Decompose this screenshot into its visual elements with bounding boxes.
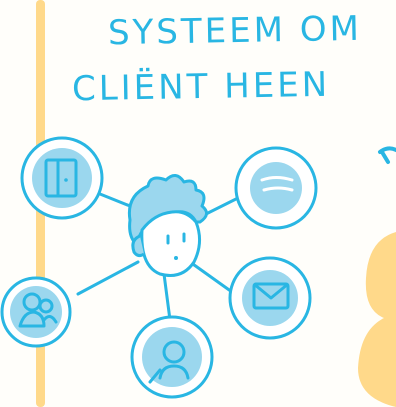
chat-icon bbox=[236, 148, 316, 228]
mail-icon bbox=[230, 258, 310, 338]
door-icon bbox=[22, 138, 102, 218]
search-person-icon bbox=[132, 317, 212, 397]
people-icon bbox=[2, 278, 70, 346]
person-face-icon bbox=[129, 175, 206, 275]
partial-figure bbox=[358, 148, 396, 407]
